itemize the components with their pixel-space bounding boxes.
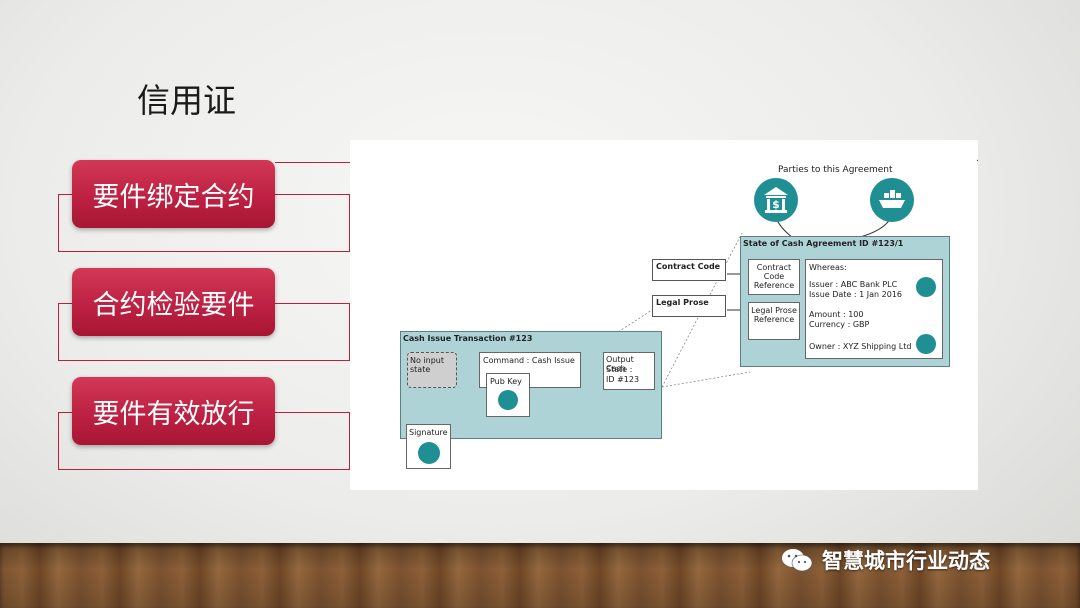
- parties-title: Parties to this Agreement: [778, 165, 893, 175]
- dashed-link-agreement: [661, 232, 743, 388]
- item-pill-1[interactable]: 要件绑定合约: [72, 160, 275, 228]
- pub-key-bank-icon: [498, 390, 518, 410]
- connector-line-1: [275, 162, 350, 163]
- item-pill-2[interactable]: 合约检验要件: [72, 268, 275, 336]
- agreement-title: State of Cash Agreement ID #123/1: [743, 239, 904, 248]
- whereas-box: Whereas: Issuer : ABC Bank PLC Issue Dat…: [805, 259, 943, 359]
- dashed-link-legal: [614, 309, 653, 335]
- svg-text:$: $: [772, 198, 780, 211]
- slide-title: 信用证: [137, 81, 236, 120]
- no-input-state-box: No input state: [407, 352, 457, 388]
- output-cash-state-box: Output Cash State : ID #123: [603, 352, 655, 390]
- issuer-bank-icon: [916, 277, 936, 297]
- command-box: Command : Cash Issue: [479, 352, 581, 388]
- wooden-floor: [0, 543, 1080, 608]
- bank-icon: $: [754, 178, 798, 222]
- contract-code-box: Contract Code: [652, 259, 726, 281]
- item-pill-3[interactable]: 要件有效放行: [72, 377, 275, 445]
- wechat-icon: [782, 549, 813, 572]
- legal-prose-box: Legal Prose: [652, 295, 726, 317]
- dashed-link-output: [661, 371, 751, 388]
- legal-prose-reference-box: Legal Prose Reference: [748, 302, 800, 340]
- agreement-state-box: State of Cash Agreement ID #123/1 Contra…: [740, 236, 950, 367]
- owner-ship-icon: [916, 334, 936, 354]
- pub-key-box: Pub Key: [486, 373, 530, 417]
- cash-issue-transaction-box: Cash Issue Transaction #123 No input sta…: [400, 331, 662, 439]
- ship-icon: [870, 178, 914, 222]
- diagram-panel: Parties to this Agreement $ State of Cas…: [350, 140, 978, 490]
- signature-bank-icon: [418, 442, 440, 464]
- watermark-text: 智慧城市行业动态: [822, 549, 990, 573]
- contract-code-reference-box: Contract Code Reference: [748, 259, 800, 295]
- signature-box: Signature: [406, 424, 451, 469]
- watermark: 智慧城市行业动态: [780, 543, 990, 577]
